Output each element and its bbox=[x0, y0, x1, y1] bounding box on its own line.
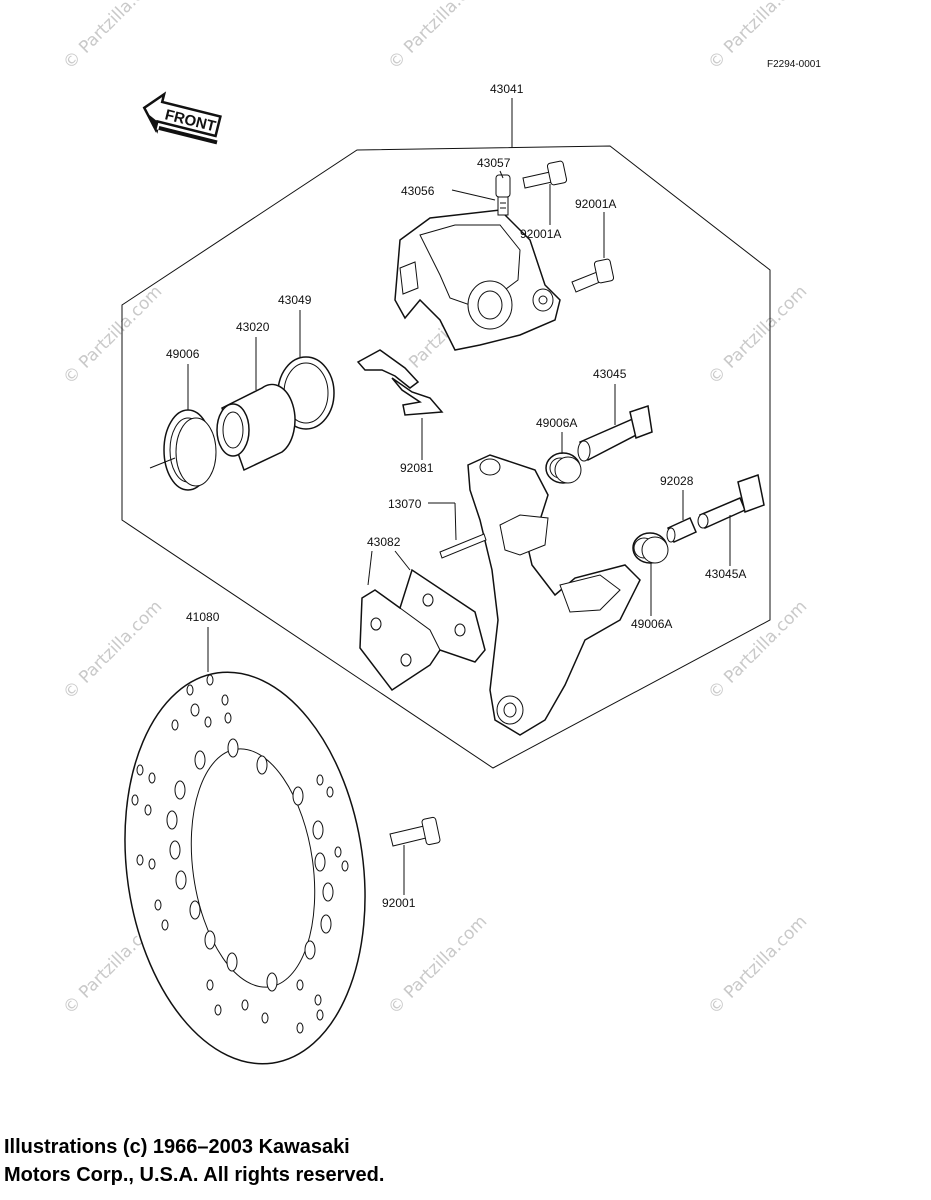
leader-line bbox=[149, 457, 176, 469]
caliper-body bbox=[394, 209, 561, 351]
boot-lower bbox=[632, 532, 669, 564]
part-label-43082: 43082 bbox=[367, 535, 401, 549]
part-label-49006a-lower: 49006A bbox=[631, 617, 672, 631]
watermark: © Partzilla.com bbox=[704, 282, 811, 389]
part-label-49006: 49006 bbox=[166, 347, 200, 361]
caliper-bracket bbox=[467, 454, 641, 736]
brake-pads bbox=[359, 568, 486, 692]
sleeve bbox=[577, 405, 653, 462]
watermark: © Partzilla.com bbox=[384, 0, 491, 74]
part-label-43045: 43045 bbox=[593, 367, 627, 381]
part-label-49006a-upper: 49006A bbox=[536, 416, 577, 430]
copyright-line-2: Motors Corp., U.S.A. All rights reserved… bbox=[4, 1164, 385, 1186]
bleed-valve bbox=[495, 174, 511, 216]
assembly-outline bbox=[121, 145, 771, 769]
leader-line bbox=[499, 170, 504, 179]
copyright-line-1: Illustrations (c) 1966–2003 Kawasaki bbox=[4, 1136, 350, 1158]
leader-line bbox=[394, 550, 411, 571]
figure-code: F2294-0001 bbox=[767, 59, 821, 70]
watermark: © Partzilla.com bbox=[59, 282, 166, 389]
pin bbox=[439, 533, 487, 559]
front-arrow-icon: FRONT bbox=[142, 91, 222, 145]
part-label-43057: 43057 bbox=[477, 156, 511, 170]
leader-line bbox=[451, 189, 496, 201]
brake-disc bbox=[124, 671, 366, 1065]
piston bbox=[216, 383, 296, 472]
copyright-notice: Illustrations (c) 1966–2003 Kawasaki Mot… bbox=[4, 1133, 384, 1189]
watermark: © Partzilla.com bbox=[704, 912, 811, 1019]
part-label-43020: 43020 bbox=[236, 320, 270, 334]
bolt-upper bbox=[522, 160, 568, 189]
watermark: © Partzilla.com bbox=[59, 0, 166, 74]
collar bbox=[666, 517, 697, 543]
dust-seal bbox=[163, 409, 217, 491]
part-label-43056: 43056 bbox=[401, 184, 435, 198]
watermark: © Partzilla.com bbox=[59, 597, 166, 704]
part-label-92001: 92001 bbox=[382, 896, 416, 910]
part-label-92001a-right: 92001A bbox=[575, 197, 616, 211]
part-label-41080: 41080 bbox=[186, 610, 220, 624]
part-label-13070: 13070 bbox=[388, 497, 422, 511]
bolt-right bbox=[571, 258, 615, 293]
parts-diagram: © Partzilla.com © Partzilla.com © Partzi… bbox=[59, 0, 821, 1065]
leader-line bbox=[367, 550, 373, 586]
part-label-43049: 43049 bbox=[278, 293, 312, 307]
pad-spring bbox=[356, 349, 444, 416]
sleeve-lower bbox=[697, 474, 765, 530]
watermark: © Partzilla.com bbox=[704, 597, 811, 704]
leader-line bbox=[454, 502, 457, 541]
part-label-92001a-upper: 92001A bbox=[520, 227, 561, 241]
part-label-43041: 43041 bbox=[490, 82, 524, 96]
part-label-92028: 92028 bbox=[660, 474, 694, 488]
disc-bolt bbox=[389, 816, 441, 847]
boot-upper bbox=[545, 452, 582, 484]
part-label-92081: 92081 bbox=[400, 461, 434, 475]
part-label-43045a: 43045A bbox=[705, 567, 746, 581]
watermark: © Partzilla.com bbox=[384, 912, 491, 1019]
